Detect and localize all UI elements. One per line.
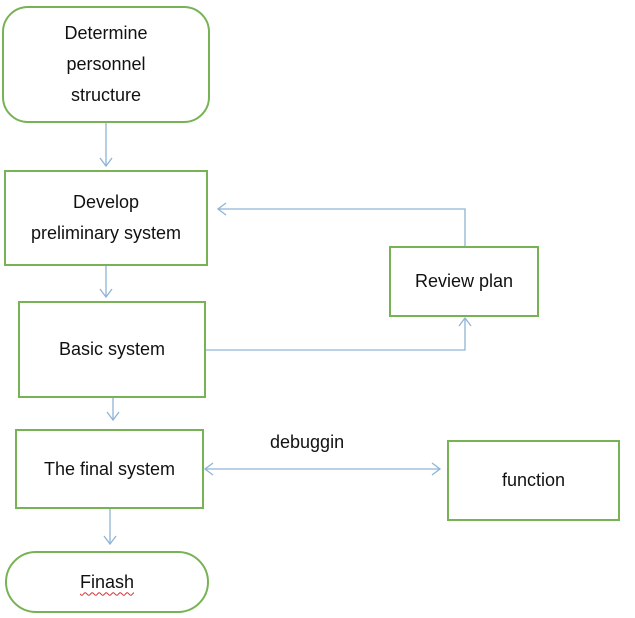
node-function-label: function bbox=[501, 470, 566, 490]
arrow-final-to-finish bbox=[103, 509, 117, 546]
node-develop-preliminary-system: Develop preliminary system bbox=[4, 170, 208, 266]
node-review-label: Review plan bbox=[414, 271, 514, 291]
arrow-final-function-bidirectional bbox=[203, 462, 442, 476]
arrow-determine-to-develop bbox=[99, 123, 113, 168]
node-determine-text: Determine personnel structure bbox=[64, 18, 147, 111]
node-determine-line-1: Determine bbox=[64, 23, 148, 43]
arrow-basic-to-final bbox=[106, 398, 120, 422]
arrow-develop-to-basic bbox=[99, 266, 113, 299]
node-determine-personnel-structure: Determine personnel structure bbox=[2, 6, 210, 123]
node-final-label: The final system bbox=[43, 458, 176, 479]
edge-label-debugging: debuggin bbox=[270, 432, 345, 452]
node-develop-text: Develop preliminary system bbox=[31, 187, 181, 249]
arrow-basic-to-review bbox=[206, 316, 472, 351]
node-final-system: The final system bbox=[15, 429, 204, 509]
arrow-review-to-develop bbox=[216, 202, 466, 246]
node-finish-terminal: Finash bbox=[5, 551, 209, 613]
node-develop-line-1: Develop bbox=[72, 192, 140, 212]
node-determine-line-2: personnel bbox=[66, 54, 146, 74]
node-review-plan: Review plan bbox=[389, 246, 539, 317]
node-develop-line-2: preliminary system bbox=[30, 223, 182, 243]
node-determine-line-3: structure bbox=[70, 85, 142, 105]
node-basic-system: Basic system bbox=[18, 301, 206, 398]
node-finish-label: Finash bbox=[79, 571, 135, 592]
node-basic-label: Basic system bbox=[58, 339, 166, 359]
node-function: function bbox=[447, 440, 620, 521]
